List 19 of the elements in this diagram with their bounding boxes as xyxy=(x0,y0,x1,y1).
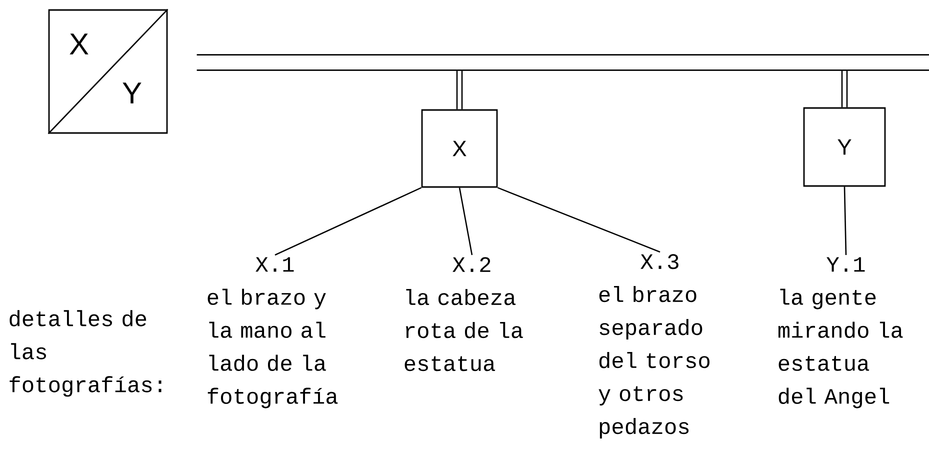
connector-line xyxy=(456,70,463,110)
item-description: el brazo y la mano al lado de la fotografía xyxy=(208,288,338,408)
process-box: Y xyxy=(803,107,886,187)
item-number: X.2 xyxy=(452,257,490,272)
item-description: el brazo separado del torso y otros pedazos xyxy=(598,286,710,438)
connector-line xyxy=(841,70,848,108)
note-text: detalles de las fotografías: xyxy=(10,310,162,397)
split-box: X Y xyxy=(48,8,168,134)
connector-line xyxy=(274,187,422,256)
item-number: Y.1 xyxy=(826,257,865,272)
item-number: X.1 xyxy=(256,257,294,272)
double-bar xyxy=(196,54,929,71)
process-box: X xyxy=(421,109,498,188)
item-number: X.3 xyxy=(640,254,678,270)
connector-line xyxy=(458,188,473,256)
item-description: la cabeza rota de la estatua xyxy=(404,288,523,372)
connector-line xyxy=(844,186,847,256)
connector-line xyxy=(497,187,660,253)
item-description: la gente mirando la estatua del Angel xyxy=(778,288,903,408)
